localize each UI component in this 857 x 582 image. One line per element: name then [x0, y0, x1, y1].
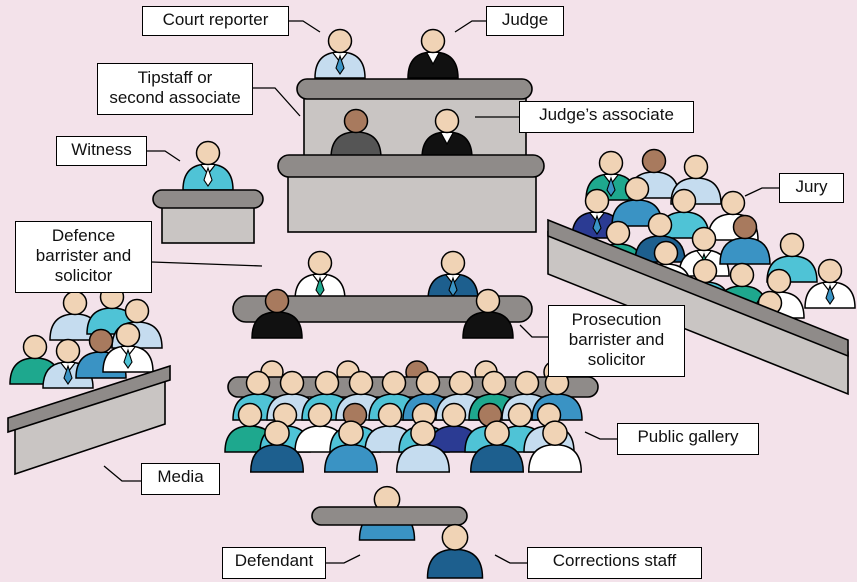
person-head — [307, 402, 333, 428]
tie — [825, 284, 835, 305]
person-head — [584, 188, 610, 214]
person-head — [779, 232, 805, 258]
person-head — [279, 370, 305, 396]
witness-box-top — [152, 189, 264, 209]
person-head — [115, 322, 141, 348]
person-head — [481, 370, 507, 396]
person-head — [415, 370, 441, 396]
person-head — [88, 328, 114, 354]
bar-table-top — [232, 295, 533, 323]
person-head — [124, 298, 150, 324]
tie — [335, 54, 345, 75]
person-head — [381, 370, 407, 396]
person-head — [440, 250, 466, 276]
person-head — [55, 338, 81, 364]
leader-line — [744, 187, 779, 197]
label-court-reporter: Court reporter — [142, 6, 289, 36]
leader-line — [289, 20, 321, 33]
person-head — [647, 212, 673, 238]
label-judge: Judge — [486, 6, 564, 36]
person-head — [314, 370, 340, 396]
leader-line — [151, 261, 263, 267]
person-head — [264, 420, 290, 446]
person-head — [22, 334, 48, 360]
tie — [123, 348, 133, 369]
person-head — [475, 288, 501, 314]
person-head — [691, 226, 717, 252]
person-head — [683, 154, 709, 180]
person-head — [720, 190, 746, 216]
robe-collar — [440, 132, 454, 146]
person-head — [624, 176, 650, 202]
person-head — [420, 28, 446, 54]
person-head — [514, 370, 540, 396]
person-head — [729, 262, 755, 288]
associate-desk-top — [277, 154, 545, 178]
label-jury: Jury — [779, 173, 844, 203]
person-head — [507, 402, 533, 428]
label-defendant: Defendant — [222, 547, 326, 579]
person-head — [653, 240, 679, 266]
leader-line — [494, 554, 527, 564]
person-head — [484, 420, 510, 446]
leader-line — [584, 431, 617, 440]
person-head — [237, 402, 263, 428]
person-head — [343, 108, 369, 134]
person-head — [598, 150, 624, 176]
media-box-top — [7, 364, 171, 434]
person-head — [338, 420, 364, 446]
tie — [203, 166, 213, 187]
person-head — [410, 420, 436, 446]
person-head — [245, 370, 271, 396]
person-head — [434, 108, 460, 134]
person-head — [605, 220, 631, 246]
person-head — [817, 258, 843, 284]
person-body — [719, 237, 771, 265]
person-head — [542, 420, 568, 446]
tie — [606, 176, 616, 197]
leader-line — [147, 150, 181, 162]
person-head — [732, 214, 758, 240]
person-head — [195, 140, 221, 166]
associate-desk-front — [287, 173, 537, 233]
label-witness: Witness — [56, 136, 147, 166]
person-head — [348, 370, 374, 396]
person-head — [264, 288, 290, 314]
label-public-gallery: Public gallery — [617, 423, 759, 455]
person-head — [441, 523, 469, 551]
person-head — [441, 402, 467, 428]
person-head — [377, 402, 403, 428]
label-judges-associate: Judge’s associate — [519, 101, 694, 133]
robe-collar — [426, 52, 440, 66]
leader-line — [103, 465, 141, 482]
leader-line — [454, 20, 486, 33]
person-body — [426, 548, 484, 579]
person-head — [307, 250, 333, 276]
leader-line — [519, 324, 548, 338]
dock-bench-top — [311, 506, 468, 526]
leader-line — [326, 554, 361, 564]
person-head — [62, 290, 88, 316]
witness-box-front — [161, 204, 255, 244]
label-media: Media — [141, 463, 220, 495]
leader-line — [253, 87, 301, 117]
tie — [592, 214, 602, 235]
person-head — [766, 268, 792, 294]
person-head — [448, 370, 474, 396]
person-head — [671, 188, 697, 214]
label-corrections-staff: Corrections staff — [527, 547, 702, 579]
judges-bench-top — [296, 78, 533, 100]
jury-box-top — [547, 218, 849, 358]
tie — [63, 364, 73, 385]
person-head — [327, 28, 353, 54]
person-head — [641, 148, 667, 174]
